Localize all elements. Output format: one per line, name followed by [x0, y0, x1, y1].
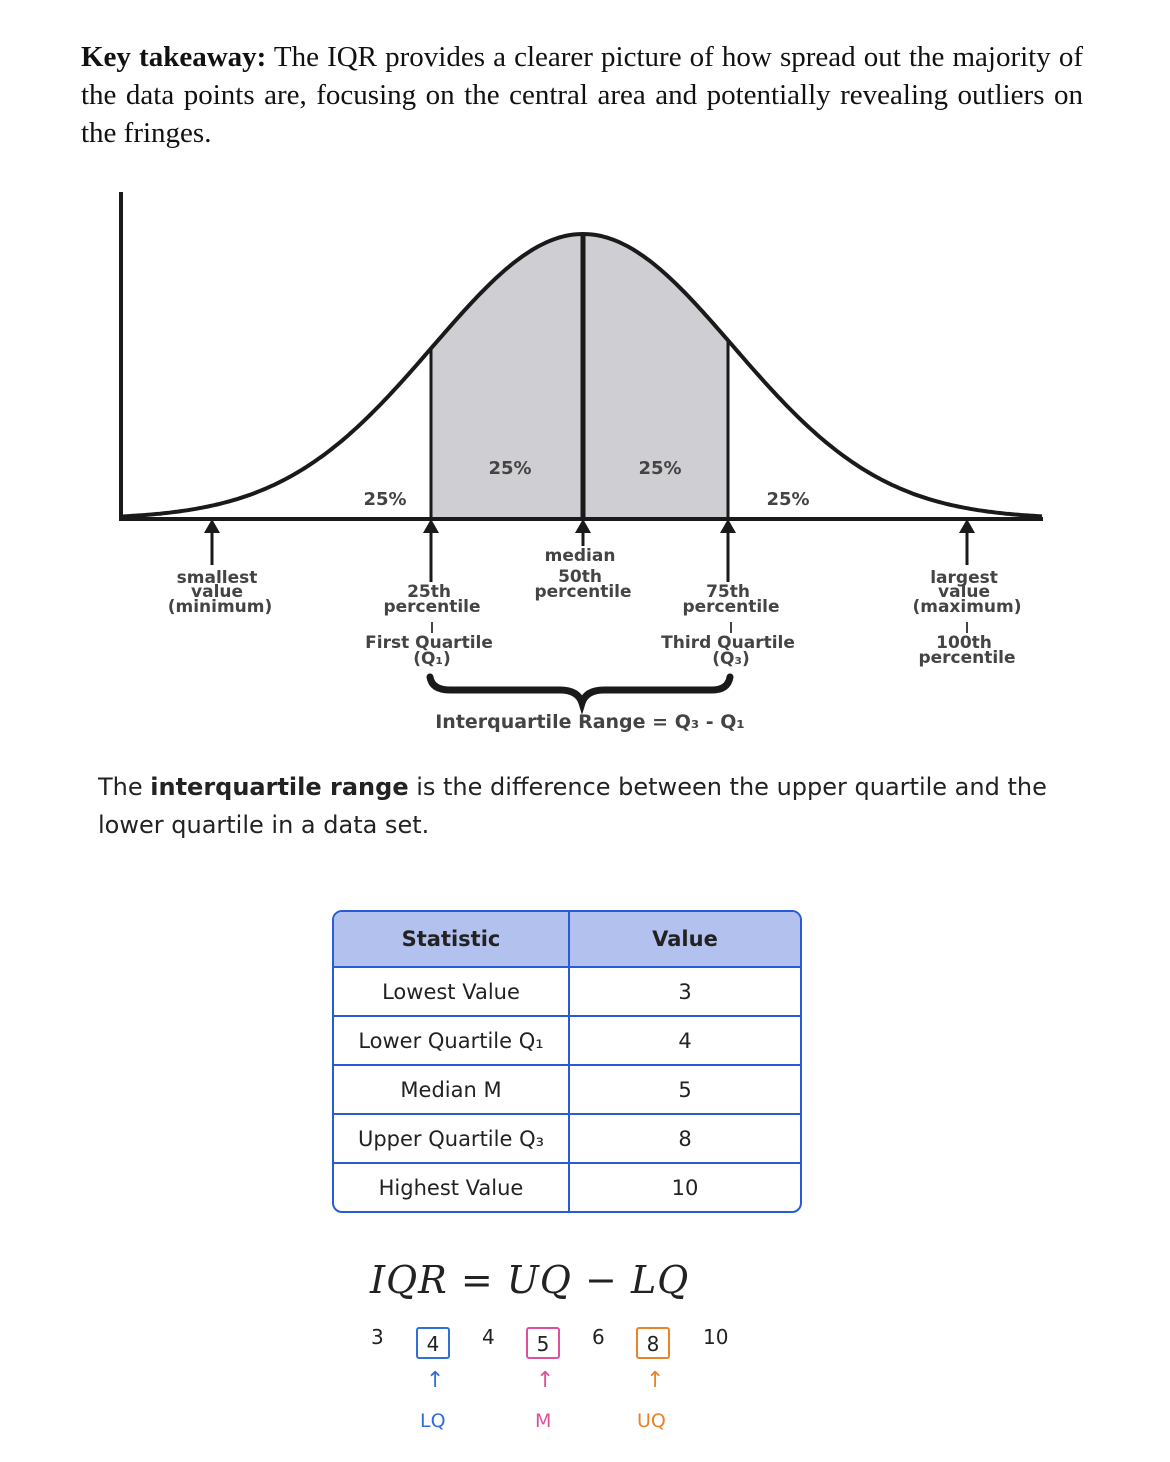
iqr-term: interquartile range	[150, 773, 409, 801]
uq-tag: UQ	[637, 1410, 666, 1432]
stat-name: Upper Quartile Q₃	[334, 1113, 570, 1162]
sequence-value: 3	[371, 1325, 384, 1349]
takeaway-heading: Key takeaway:	[81, 41, 267, 73]
lq-arrow-icon: ↑	[426, 1368, 445, 1393]
takeaway-text: The IQR provides a clearer picture of ho…	[81, 41, 1083, 149]
stat-name: Highest Value	[334, 1162, 570, 1211]
table-row: Lowest Value 3	[334, 968, 800, 1015]
pct-label-q1-median: 25%	[488, 458, 531, 479]
sequence-value: 6	[592, 1325, 605, 1349]
arrow-q1	[423, 519, 439, 582]
p25-label: 25th percentile	[383, 582, 480, 617]
median-tag: M	[535, 1410, 552, 1432]
third-quartile-label: Third Quartile (Q₃)	[661, 633, 801, 669]
iqr-formula: IQR = UQ − LQ	[370, 1258, 690, 1302]
iqr-brace	[426, 673, 734, 715]
largest-value-label: largest value (maximum)	[912, 568, 1021, 617]
p100-label: 100th percentile	[918, 633, 1015, 668]
arrow-median	[575, 519, 591, 546]
key-takeaway-paragraph: Key takeaway: The IQR provides a clearer…	[81, 38, 1083, 152]
uq-box: 8	[636, 1327, 670, 1359]
uq-arrow-icon: ↑	[646, 1368, 665, 1393]
stat-value: 4	[570, 1015, 800, 1064]
stat-value: 8	[570, 1113, 800, 1162]
header-statistic: Statistic	[334, 912, 570, 968]
arrow-minimum	[204, 519, 220, 565]
arrow-maximum	[959, 519, 975, 565]
smallest-value-label: smallest value (minimum)	[168, 568, 273, 617]
iqr-formula-label: Interquartile Range = Q₃ - Q₁	[435, 711, 745, 733]
median-box: 5	[526, 1327, 560, 1359]
stat-name: Lowest Value	[334, 968, 570, 1015]
arrow-q3	[720, 519, 736, 582]
iqr-bell-curve-diagram: 25% 25% 25% 25% smallest value (minimum)…	[119, 192, 1043, 733]
sequence-value: 4	[482, 1325, 495, 1349]
median-label: median 50th percentile	[534, 546, 631, 602]
stat-name: Median M	[334, 1064, 570, 1113]
stat-value: 5	[570, 1064, 800, 1113]
iqr-shaded-area	[431, 234, 728, 519]
pct-label-right-tail: 25%	[766, 489, 809, 510]
lq-box: 4	[416, 1327, 450, 1359]
stat-value: 10	[570, 1162, 800, 1211]
median-arrow-icon: ↑	[536, 1368, 555, 1393]
iqr-description: The interquartile range is the differenc…	[98, 773, 1047, 839]
lq-tag: LQ	[420, 1410, 446, 1432]
pct-label-median-q3: 25%	[638, 458, 681, 479]
pct-label-left-tail: 25%	[363, 489, 406, 510]
statistics-table: Statistic Value Lowest Value 3 Lower Quar…	[332, 910, 802, 1213]
header-value: Value	[570, 912, 800, 968]
table-header-row: Statistic Value	[334, 912, 800, 968]
first-quartile-label: First Quartile (Q₁)	[365, 633, 499, 669]
p75-label: 75th percentile	[682, 582, 779, 617]
sequence-value: 10	[703, 1325, 729, 1349]
stat-name: Lower Quartile Q₁	[334, 1015, 570, 1064]
stat-value: 3	[678, 979, 692, 1004]
